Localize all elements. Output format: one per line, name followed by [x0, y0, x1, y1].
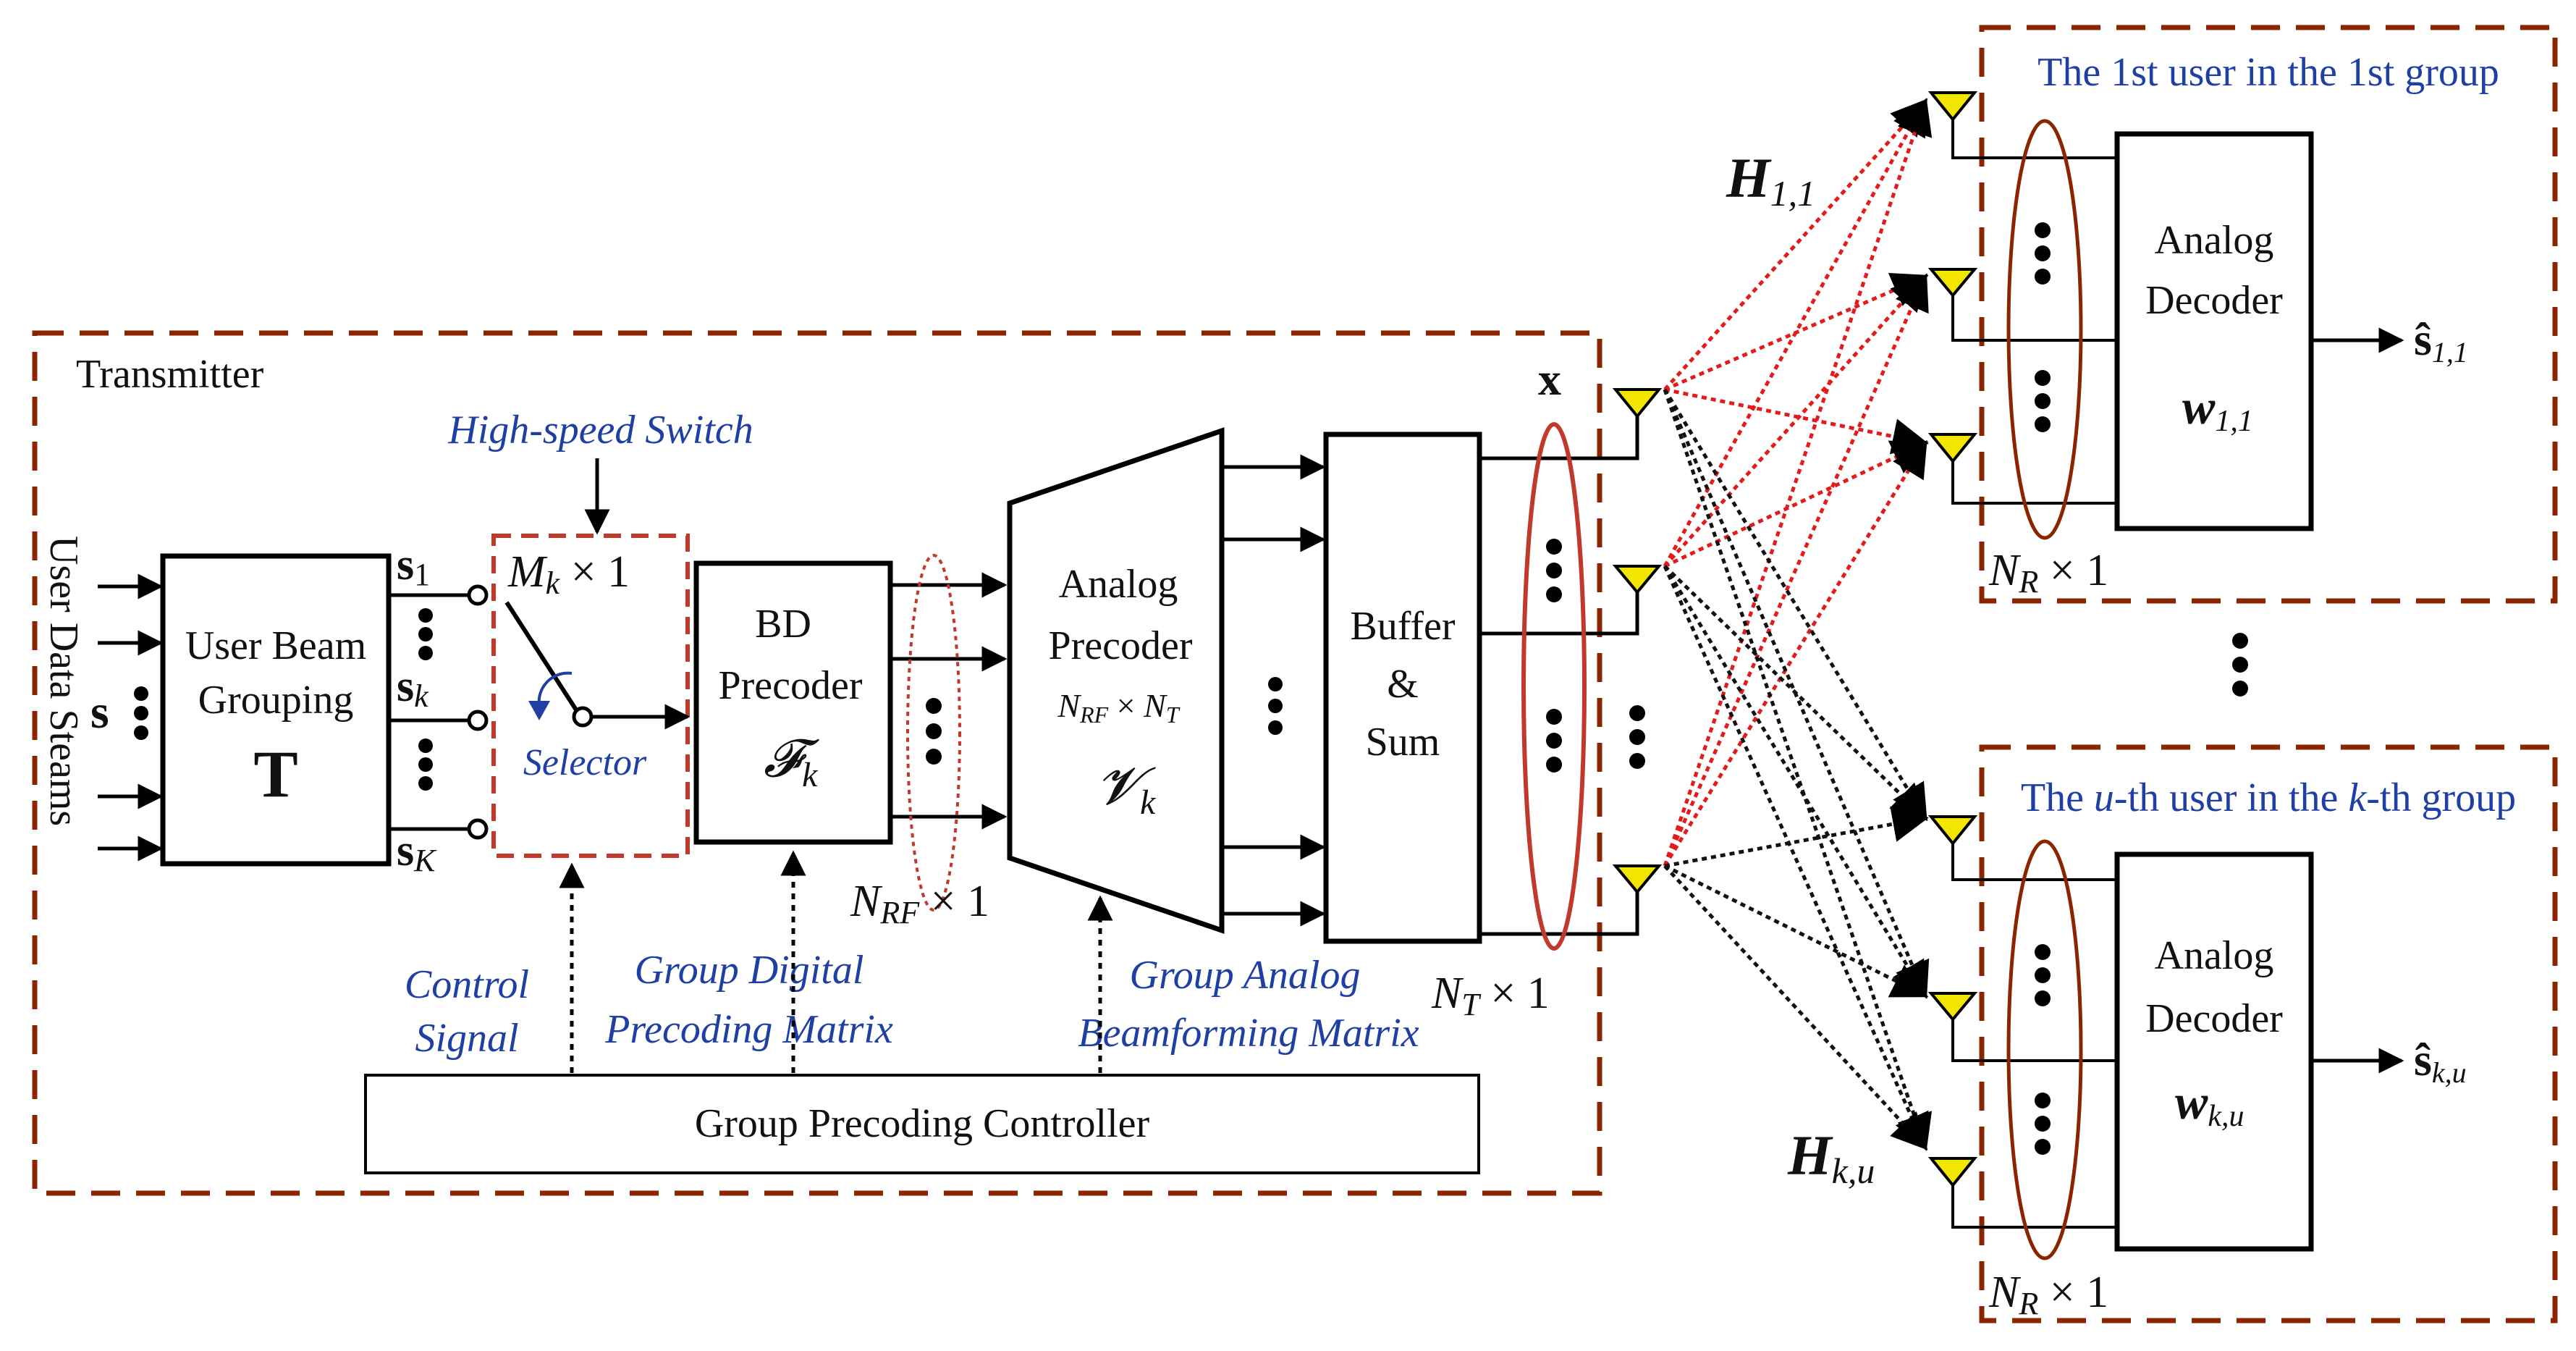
stream-sK-label: sK	[397, 826, 437, 878]
selector-rotation-icon	[537, 671, 573, 707]
selector-label: Selector	[523, 742, 647, 783]
rx-top-antenna-1	[1927, 91, 1978, 122]
rx-top-output-label: ŝ1,1	[2414, 313, 2468, 369]
s-vector-label: s	[90, 686, 109, 738]
rx-top-ellipse	[2006, 119, 2083, 540]
receiver-ellipsis-dots	[2232, 633, 2248, 696]
buffer-line2: &	[1387, 662, 1419, 707]
rx-bottom-nr-dimension: NR × 1	[1988, 1268, 2108, 1321]
group-analog-line2: Beamforming Matrix	[1078, 1011, 1419, 1056]
buffer-line1: Buffer	[1350, 604, 1455, 649]
stream-s1-label: s1	[397, 540, 430, 592]
nt-dimension: NT × 1	[1431, 969, 1550, 1022]
nrf-dimension: NRF × 1	[850, 877, 989, 930]
buffer-line3: Sum	[1366, 720, 1440, 765]
rx-bottom-output-label: ŝk,u	[2414, 1034, 2467, 1089]
rx-top-dots-lower	[2035, 370, 2051, 432]
selector-arrowhead-icon	[528, 701, 550, 720]
analog-precoder-block	[1007, 427, 1225, 934]
rx-bottom-antenna-1	[1927, 815, 1978, 846]
rx-top-antenna-2	[1927, 268, 1978, 298]
group-analog-line1: Group Analog	[1130, 953, 1361, 998]
input-arrows	[98, 573, 164, 862]
channel-links-black	[1663, 388, 1933, 1151]
group-digital-line1: Group Digital	[635, 948, 864, 993]
rx-top-dots-upper	[2035, 222, 2051, 285]
rx-top-antennas	[1927, 91, 1978, 464]
bd-line1: BD	[755, 602, 811, 647]
transmitter-title: Transmitter	[76, 352, 264, 397]
antenna-ellipsis-dots	[1629, 705, 1645, 769]
rx-top-decoder-line1: Analog	[2155, 218, 2274, 263]
control-signal-line2: Signal	[415, 1016, 518, 1061]
receiver-bottom-border	[1979, 744, 2558, 1323]
rx-bottom-decoder-line2: Decoder	[2145, 996, 2283, 1041]
input-ellipsis-dots	[134, 686, 148, 740]
user-beam-grouping-block	[160, 553, 392, 867]
precoder-output-ellipsis-dots	[1268, 677, 1283, 735]
rx-bottom-antenna-2	[1927, 992, 1978, 1022]
input-streams-label: User Data Steams	[41, 536, 86, 826]
rx-top-analog-decoder	[2114, 131, 2314, 531]
switch-label: High-speed Switch	[447, 408, 753, 453]
x-vector-label: x	[1538, 353, 1561, 405]
grouping-line2: Grouping	[198, 678, 354, 723]
grouping-symbol-t: T	[253, 737, 297, 811]
rx-bottom-decoder-line1: Analog	[2155, 933, 2274, 978]
rx-top-feed-lines	[1951, 119, 2117, 505]
stream-ellipsis-dots-upper	[418, 608, 433, 660]
receiver-bottom-title: The u-th user in the k-th group	[2021, 775, 2516, 820]
rx-bottom-analog-decoder	[2114, 851, 2314, 1252]
nrf-ellipse	[906, 554, 961, 912]
nt-ellipse	[1521, 422, 1587, 951]
receiver-top-title: The 1st user in the 1st group	[2037, 50, 2499, 95]
nt-ellipsis-dots-lower	[1546, 709, 1562, 773]
channel-hku-label: Hk,u	[1787, 1124, 1875, 1191]
nt-ellipsis-dots-upper	[1546, 539, 1562, 602]
nrf-ellipsis-dots	[926, 698, 942, 765]
rx-bottom-dots-lower	[2035, 1093, 2051, 1155]
rx-bottom-ellipse	[2006, 839, 2083, 1260]
switch-box	[491, 534, 690, 858]
group-precoding-controller	[364, 1074, 1480, 1174]
switch-contacts	[467, 584, 594, 840]
switch-dimension: Mk × 1	[507, 547, 630, 601]
buffer-output-lines	[1479, 414, 1639, 936]
rx-bottom-weight: wk,u	[2175, 1074, 2245, 1133]
tx-antenna-3	[1612, 864, 1663, 895]
group-digital-line2: Precoding Matrix	[604, 1007, 893, 1052]
rx-top-antenna-3	[1927, 433, 1978, 464]
stream-ellipsis-dots-lower	[418, 738, 433, 791]
control-signal-line1: Control	[405, 962, 529, 1007]
controller-label: Group Precoding Controller	[695, 1101, 1150, 1146]
stream-lines	[389, 593, 469, 831]
transmitter-border	[32, 330, 1602, 1196]
analog-precoder-dimension: NRF × NT	[1057, 687, 1180, 728]
rx-top-nr-dimension: NR × 1	[1988, 546, 2108, 599]
tx-antenna-1	[1612, 388, 1663, 419]
channel-h11-label: H1,1	[1726, 146, 1815, 214]
bd-line2: Precoder	[718, 663, 862, 708]
switch-blade	[504, 601, 579, 712]
receiver-top-border	[1979, 25, 2558, 604]
grouping-line1: User Beam	[185, 623, 366, 668]
analog-precoder-line1: Analog	[1059, 562, 1178, 607]
stream-sk-label: sk	[397, 662, 429, 714]
rx-top-weight: w1,1	[2182, 379, 2253, 438]
rx-bottom-antennas	[1927, 815, 1978, 1188]
rx-top-decoder-line2: Decoder	[2145, 278, 2283, 323]
bd-precoder-block	[693, 560, 893, 845]
rx-bottom-feed-lines	[1951, 843, 2117, 1229]
rx-bottom-antenna-3	[1927, 1157, 1978, 1188]
tx-antenna-2	[1612, 565, 1663, 595]
precoder-output-arrows	[1222, 454, 1326, 927]
buffer-sum-block	[1323, 432, 1482, 944]
analog-precoder-line2: Precoder	[1048, 623, 1192, 668]
control-dotted-arrows	[559, 850, 1113, 1073]
rx-bottom-dots-upper	[2035, 944, 2051, 1006]
